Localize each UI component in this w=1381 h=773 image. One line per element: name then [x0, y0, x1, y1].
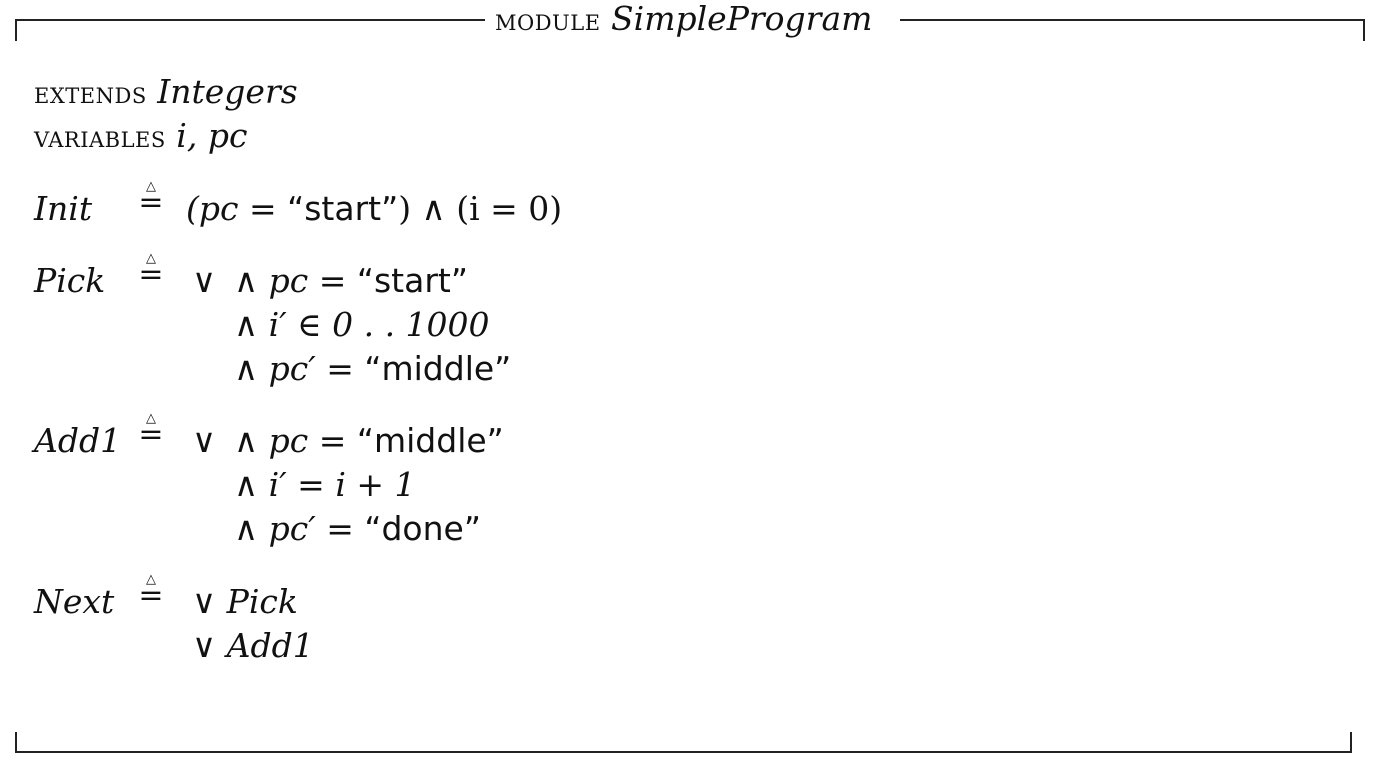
pick-name: Pick [34, 261, 106, 300]
module-top-rule-left [15, 19, 485, 21]
module-header: module SimpleProgram [485, 0, 883, 40]
module-top-tick-right [1363, 19, 1365, 41]
next-disjunct-2: ∨ Add1 [192, 626, 314, 665]
variables-names: i, pc [176, 116, 248, 155]
init-defeq-symbol: △= [138, 179, 164, 220]
extends-keyword: extends [34, 76, 147, 111]
pick-defeq-symbol: △= [138, 251, 164, 292]
module-name: SimpleProgram [611, 0, 873, 38]
init-string: “start” [287, 189, 399, 228]
pick-conjunct-3: ∧ pc′ = “middle” [234, 349, 512, 388]
variables-line: variables i, pc [34, 116, 247, 158]
module-bottom-tick-left [15, 732, 17, 753]
add1-defeq-symbol: △= [138, 411, 164, 452]
extends-value: Integers [157, 72, 298, 111]
add1-conjunct-1: ∧ pc = “middle” [234, 421, 504, 460]
next-name: Next [34, 582, 115, 621]
add1-conjunct-2: ∧ i′ = i + 1 [234, 465, 416, 504]
next-defeq-symbol: △= [138, 572, 164, 613]
add1-disjunction: ∨ [192, 421, 217, 460]
init-name: Init [34, 189, 93, 228]
next-disjunct-1: ∨ Pick [192, 582, 298, 621]
module-keyword: module [495, 3, 601, 38]
pick-conjunct-2: ∧ i′ ∈ 0 . . 1000 [234, 305, 490, 344]
pick-conjunct-1: ∧ pc = “start” [234, 261, 468, 300]
variables-keyword: variables [34, 120, 166, 155]
extends-line: extends Integers [34, 72, 298, 114]
module-top-tick-left [15, 19, 17, 41]
module-bottom-tick-right [1350, 732, 1352, 753]
module-top-rule-right [900, 19, 1365, 21]
add1-conjunct-3: ∧ pc′ = “done” [234, 509, 481, 548]
pick-disjunction: ∨ [192, 261, 217, 300]
module-bottom-rule [15, 751, 1352, 753]
add1-name: Add1 [34, 421, 122, 460]
init-body: (pc = “start”) ∧ (i = 0) [186, 189, 563, 228]
